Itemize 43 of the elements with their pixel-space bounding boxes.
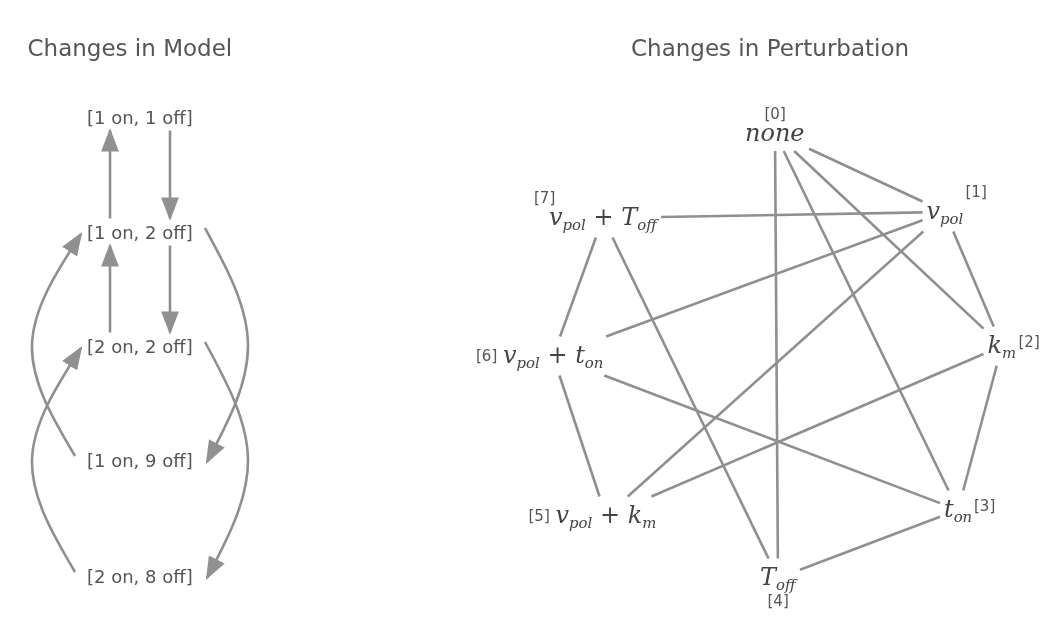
connector-line [605,219,923,338]
model-state-label: [2 on, 8 off] [87,565,193,587]
model-state-label: [2 on, 2 off] [87,335,193,357]
index-label: [3] [974,497,996,515]
arrow [30,232,83,457]
index-label: [2] [1018,333,1040,351]
arrow [30,346,83,573]
connector-line [773,151,780,559]
index-label: [5] [528,507,550,525]
connector-line [626,230,925,498]
connector-line [952,231,995,327]
connector-line [782,150,950,492]
connector-line [603,374,941,505]
connector-line [611,236,770,560]
arrow [161,245,179,335]
arrow [161,130,179,221]
connector-line [558,375,601,497]
connector-line [650,352,984,498]
perturbation-label: v$_{pol}$ + k$_{m}$ [555,500,657,532]
perturbation-label: k$_{m}$ [987,330,1017,362]
arrow [101,243,119,333]
arrow [203,227,250,465]
index-label: [1] [965,182,987,201]
perturbation-label: T$_{off}$ [760,562,796,594]
model-state-label: [1 on, 9 off] [87,449,193,471]
perturbation-label: v$_{pol}$ [926,196,964,228]
connector-line [961,365,999,491]
model-state-label: [1 on, 1 off] [87,106,193,128]
connector-line [799,515,941,571]
index-label: [0] [764,105,786,123]
arrow [101,128,119,219]
connector-line [793,150,985,330]
perturbation-label: t$_{on}$ [944,494,973,526]
index-label: [7] [534,188,556,207]
perturbation-label: v$_{pol}$ + t$_{on}$ [503,340,604,372]
arrow [203,341,250,581]
connector-line [558,237,598,337]
model-state-label: [1 on, 2 off] [87,221,193,243]
panel-heading: Changes in Perturbation [631,35,910,61]
index-label: [6] [476,347,498,365]
panel-heading: Changes in Model [27,35,233,61]
connector-line [808,147,924,203]
connector-line [660,211,923,219]
